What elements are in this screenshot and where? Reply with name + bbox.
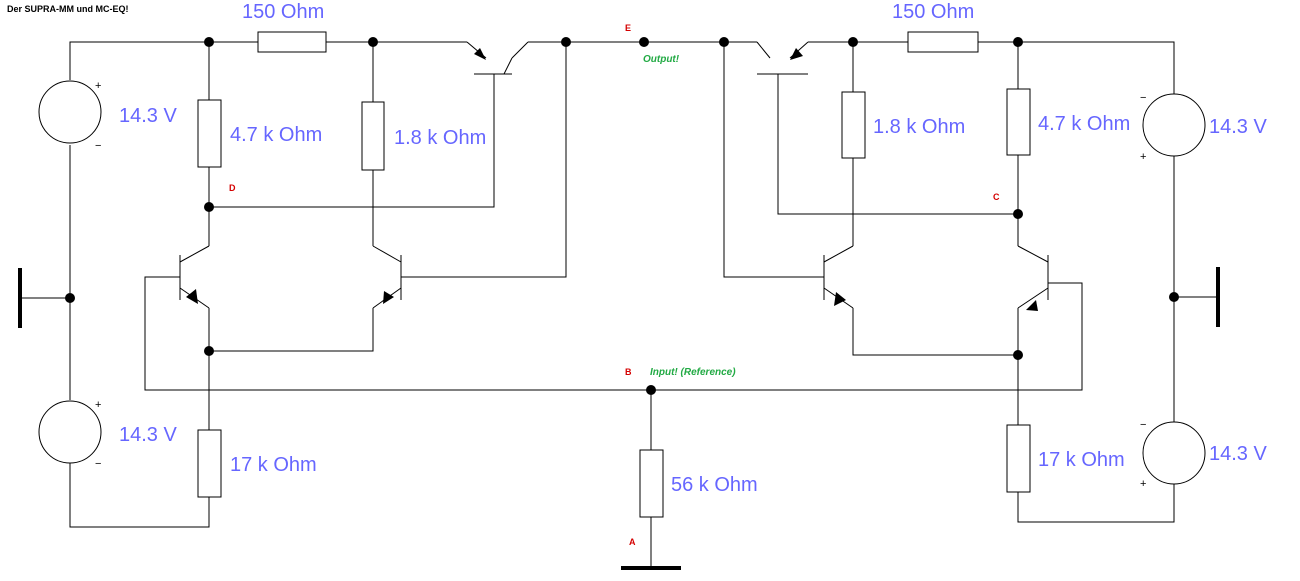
transistor-q5-right	[823, 255, 846, 306]
voltage-source-top-right	[1142, 93, 1206, 157]
wires	[20, 41, 1218, 568]
polarity-minus-top-right: −	[1140, 92, 1146, 104]
polarity-plus-bottom-right: +	[1140, 478, 1146, 490]
node-label-d: D	[229, 183, 236, 193]
node-label-a: A	[629, 537, 636, 547]
transistor-q1-top-left	[466, 41, 513, 75]
label-r150-right: 150 Ohm	[892, 1, 974, 23]
label-r56k: 56 k Ohm	[671, 474, 758, 496]
resistor-150-left	[257, 31, 327, 53]
resistor-17k-right	[1006, 424, 1031, 493]
note-input-reference: Input! (Reference)	[650, 367, 736, 378]
label-v-bottom-left: 14.3 V	[119, 424, 177, 446]
polarity-minus-bottom-left: −	[95, 458, 101, 470]
polarity-minus-bottom-right: −	[1140, 419, 1146, 431]
transistor-q6-right	[1026, 255, 1049, 311]
diagram-title: Der SUPRA-MM und MC-EQ!	[7, 4, 129, 14]
transistor-q4-left	[383, 255, 402, 304]
voltage-source-bottom-right	[1142, 421, 1206, 485]
node-label-e: E	[625, 23, 631, 33]
transistor-q2-top-right	[756, 41, 809, 75]
junction-dots	[65, 37, 1179, 395]
resistor-56k	[639, 449, 664, 518]
resistor-4-7k-right	[1006, 88, 1031, 156]
node-label-b: B	[625, 367, 632, 377]
voltage-source-bottom-left	[38, 400, 102, 464]
transistor-q3-left	[179, 255, 198, 304]
label-r17k-right: 17 k Ohm	[1038, 449, 1125, 471]
label-v-top-right: 14.3 V	[1209, 116, 1267, 138]
label-r150-left: 150 Ohm	[242, 1, 324, 23]
label-r47k-right: 4.7 k Ohm	[1038, 113, 1130, 135]
polarity-plus-top-right: +	[1140, 151, 1146, 163]
resistor-1-8k-right	[841, 91, 866, 159]
node-label-c: C	[993, 192, 1000, 202]
polarity-minus-top-left: −	[95, 140, 101, 152]
label-r47k-left: 4.7 k Ohm	[230, 124, 322, 146]
note-output: Output!	[643, 54, 680, 65]
label-v-bottom-right: 14.3 V	[1209, 443, 1267, 465]
resistor-1-8k-left	[361, 101, 385, 171]
label-r18k-right: 1.8 k Ohm	[873, 116, 965, 138]
resistor-150-right	[907, 31, 979, 53]
resistor-4-7k-left	[197, 99, 222, 168]
label-v-top-left: 14.3 V	[119, 105, 177, 127]
label-r18k-left: 1.8 k Ohm	[394, 127, 486, 149]
polarity-plus-top-left: +	[95, 80, 101, 92]
voltage-source-top-left	[38, 80, 102, 144]
label-r17k-left: 17 k Ohm	[230, 454, 317, 476]
polarity-plus-bottom-left: +	[95, 399, 101, 411]
resistor-17k-left	[197, 429, 222, 498]
